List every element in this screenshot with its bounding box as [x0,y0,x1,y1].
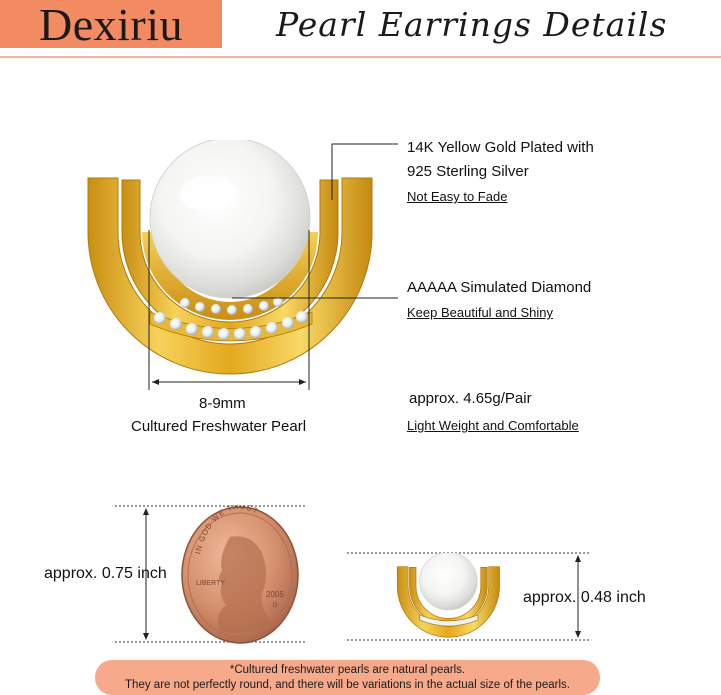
disclaimer-note: *Cultured freshwater pearls are natural … [95,660,600,695]
earring-size-label: approx. 0.48 inch [523,589,646,606]
brand-name: Dexiriu [38,0,183,50]
feature-gold-line2: 925 Sterling Silver [407,163,529,180]
penny-size-label: approx. 0.75 inch [44,565,167,582]
feature-weight-title: approx. 4.65g/Pair [409,390,532,407]
feature-diamond-title: AAAAA Simulated Diamond [407,279,592,296]
penny-coin: IN GOD WE TRUST LIBERTY 2005 D [181,505,299,644]
earring-small-illustration [396,553,500,638]
page-title: Pearl Earrings Details [276,5,668,44]
coin-mint-mark: D [273,603,278,609]
note-line1: *Cultured freshwater pearls are natural … [229,663,466,676]
header-divider [0,56,721,58]
coin-liberty: LIBERTY [196,580,225,587]
pearl [149,140,311,299]
coin-year: 2005 [266,590,284,599]
feature-gold-subtitle: Not Easy to Fade [407,189,508,204]
feature-diamond-subtitle: Keep Beautiful and Shiny [407,305,553,320]
pearl-size-label: 8-9mm [199,395,246,412]
feature-weight-subtitle: Light Weight and Comfortable [407,418,579,433]
brand-logo: Dexiriu [0,0,222,48]
note-line2: They are not perfectly round, and there … [125,678,570,691]
diamond-row [149,297,313,342]
feature-gold-line1: 14K Yellow Gold Plated with [407,139,594,156]
lincoln-portrait [218,536,272,633]
pearl-type-label: Cultured Freshwater Pearl [131,418,307,435]
